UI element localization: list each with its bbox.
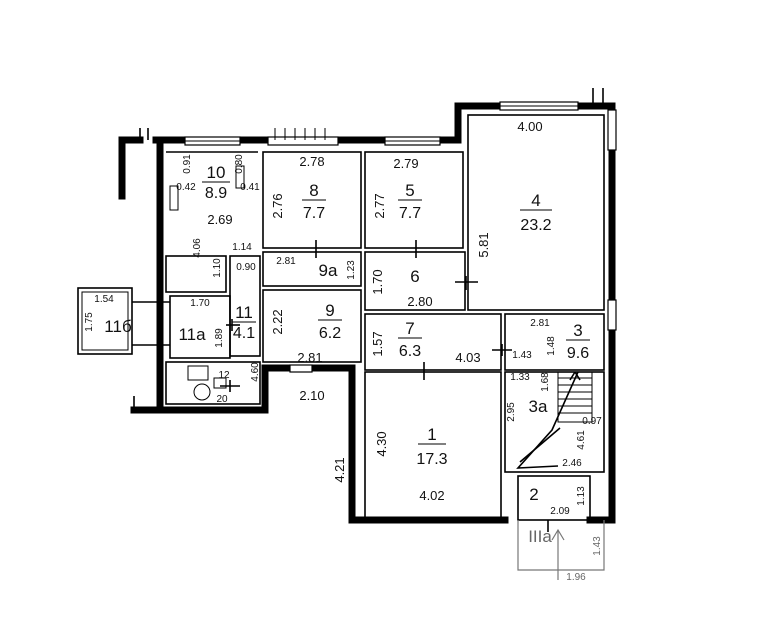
dim-label: 1.70 xyxy=(370,269,385,294)
dim-label: 2.10 xyxy=(299,388,324,403)
dim-label: 5.81 xyxy=(476,232,491,257)
dim-label: 20 xyxy=(216,394,228,405)
dim-label: 4.61 xyxy=(576,430,587,450)
dim-label: 4.21 xyxy=(332,457,347,482)
room-3-area: 9.6 xyxy=(567,345,589,362)
dim-label: 2.78 xyxy=(299,154,324,169)
room-3a-number: 3а xyxy=(529,397,548,416)
dim-label: 0.97 xyxy=(582,416,602,427)
room-4-number: 4 xyxy=(531,191,540,210)
dim-label: 4.02 xyxy=(419,488,444,503)
dim-label: 4.60 xyxy=(250,362,261,382)
dim-label: 1.10 xyxy=(212,258,223,278)
room-8-area: 7.7 xyxy=(303,205,325,222)
room-3-number: 3 xyxy=(573,321,582,340)
dim-label: 1.48 xyxy=(546,336,557,356)
room-4-area: 23.2 xyxy=(520,217,551,234)
dim-label: 2.09 xyxy=(550,506,570,517)
room-8-number: 8 xyxy=(309,181,318,200)
dim-label: 2.77 xyxy=(372,193,387,218)
room-11a-number: 11а xyxy=(178,325,206,344)
dim-label: 0.41 xyxy=(240,182,260,193)
dim-label: 2.79 xyxy=(393,156,418,171)
dim-label: 2.95 xyxy=(506,402,517,422)
room-5-number: 5 xyxy=(405,181,414,200)
room-9-number: 9 xyxy=(325,301,334,320)
room-1-area: 17.3 xyxy=(416,451,447,468)
vestibule xyxy=(517,520,605,580)
dim-label: 0.90 xyxy=(236,262,256,273)
room-10-number: 10 xyxy=(207,163,226,182)
room-5-area: 7.7 xyxy=(399,205,421,222)
door-marks xyxy=(220,240,549,532)
dim-label: 1.57 xyxy=(370,331,385,356)
room-2-number: 2 xyxy=(529,485,538,504)
dim-label: 0.80 xyxy=(234,154,245,174)
interior-walls xyxy=(77,114,605,580)
windows xyxy=(184,101,617,373)
room-12-number: 12 xyxy=(218,370,230,381)
dim-label: 4.06 xyxy=(192,238,203,258)
dim-label: 0.42 xyxy=(176,182,196,193)
dim-label: 2.69 xyxy=(207,212,232,227)
room-IIIa-number: IIIа xyxy=(528,527,552,546)
dim-label: 1.43 xyxy=(512,350,532,361)
dim-label: 2.46 xyxy=(562,458,582,469)
dim-label: 2.81 xyxy=(530,318,550,329)
dim-label: 2.22 xyxy=(270,309,285,334)
room-10-area: 8.9 xyxy=(205,185,227,202)
dim-label: 0.91 xyxy=(182,154,193,174)
room-7-number: 7 xyxy=(405,319,414,338)
room-6-number: 6 xyxy=(410,267,419,286)
room-11b-number: 11б xyxy=(104,317,132,336)
room-11-area: 4.1 xyxy=(233,325,255,342)
dim-label: 4.30 xyxy=(374,431,389,456)
dim-label: 2.81 xyxy=(276,256,296,267)
dim-label: 2.76 xyxy=(270,193,285,218)
dim-label: 4.00 xyxy=(517,119,542,134)
dim-label: 4.03 xyxy=(455,350,480,365)
room-1-number: 1 xyxy=(427,425,436,444)
dim-label: 1.70 xyxy=(190,298,210,309)
dim-label: 1.96 xyxy=(566,572,586,583)
dimension-labels: 4.00 2.78 2.79 2.76 2.77 5.81 2.69 4.06 … xyxy=(84,119,603,583)
dim-label: 1.68 xyxy=(540,372,551,392)
dim-label: 1.23 xyxy=(346,260,357,280)
dim-label: 1.14 xyxy=(232,242,252,253)
room-9-area: 6.2 xyxy=(319,325,341,342)
dim-label: 1.89 xyxy=(214,328,225,348)
dim-label: 2.81 xyxy=(297,350,322,365)
outer-walls xyxy=(118,88,616,524)
room-7-area: 6.3 xyxy=(399,343,421,360)
dim-label: 1.43 xyxy=(592,536,603,556)
stairs xyxy=(516,371,593,469)
dim-label: 1.75 xyxy=(84,312,95,332)
room-11-number: 11 xyxy=(235,303,253,322)
room-labels: 1 17.3 2 3 9.6 3а 4 23.2 5 7.7 6 7 6.3 8… xyxy=(104,163,590,546)
dim-label: 2.80 xyxy=(407,294,432,309)
dim-label: 1.13 xyxy=(576,486,587,506)
room-9a-number: 9а xyxy=(319,261,338,280)
dim-label: 1.54 xyxy=(94,294,114,305)
dim-label: 1.33 xyxy=(510,372,530,383)
